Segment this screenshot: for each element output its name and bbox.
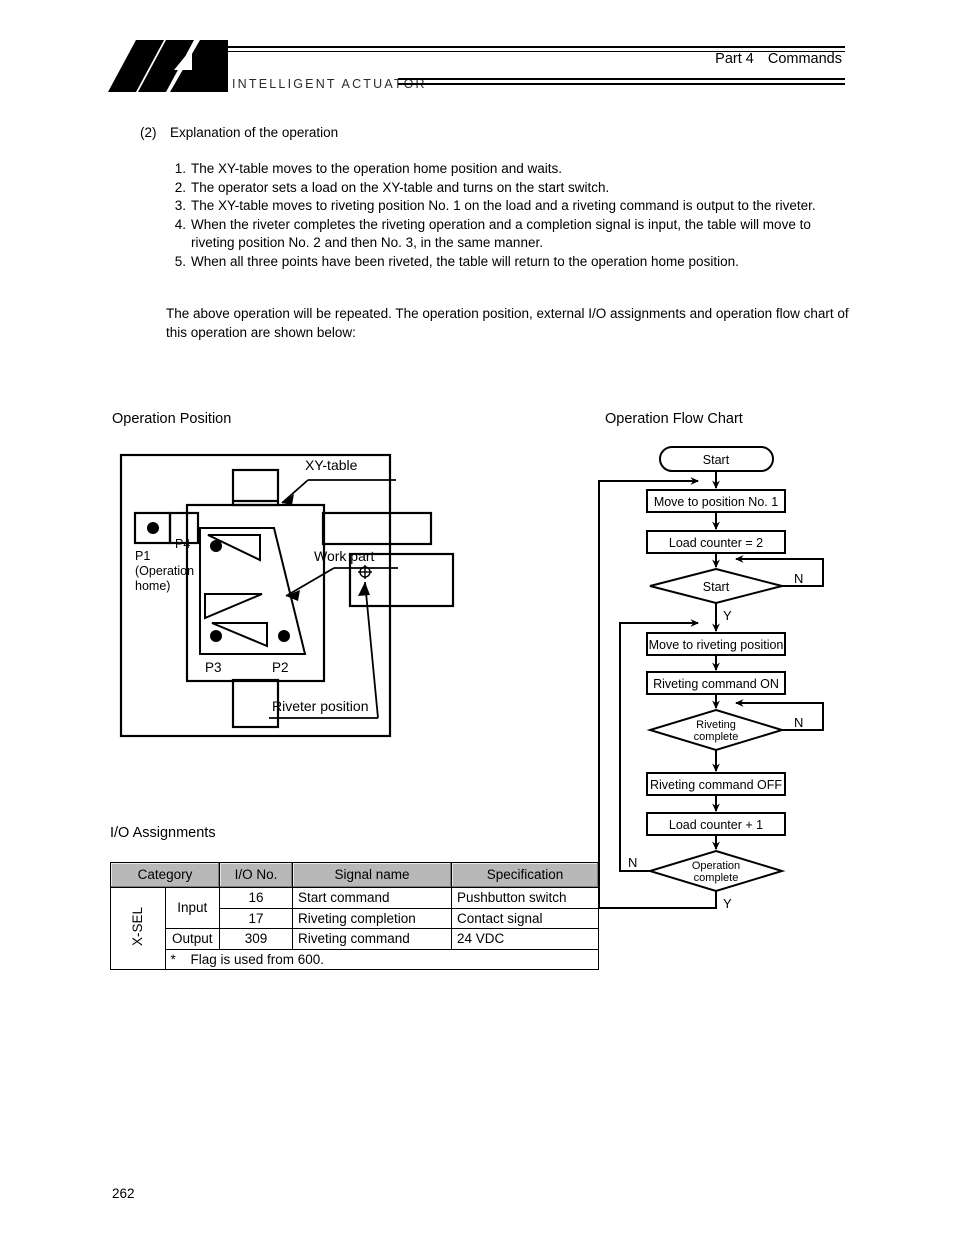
flow-label-start: Start — [703, 453, 730, 467]
flow-label-start-decision: Start — [703, 580, 730, 594]
header-rule-bottom-thick — [398, 78, 845, 80]
list-item: 1. The XY-table moves to the operation h… — [166, 160, 856, 179]
step-text: When all three points have been riveted,… — [191, 253, 739, 269]
cell-direction-output: Output — [164, 928, 220, 950]
list-item: 3. The XY-table moves to riveting positi… — [166, 197, 856, 216]
cell-signal-name: Riveting completion — [292, 907, 452, 929]
step-number: 1. — [174, 161, 186, 176]
flow-label-rivet-on: Riveting command ON — [653, 677, 779, 691]
section-intro-heading: (2) Explanation of the operation — [140, 125, 338, 140]
column-header-io-no: I/O No. — [219, 862, 293, 888]
flow-label-move-pos1: Move to position No. 1 — [654, 495, 778, 509]
flow-edge-start-no — [735, 555, 824, 587]
xy-table-leader — [281, 479, 396, 504]
step-text: When the riveter completes the riveting … — [191, 216, 811, 251]
flow-edge-rivet-no — [735, 699, 824, 731]
flow-label-op-complete-2: complete — [694, 872, 739, 884]
cell-signal-name: Start command — [292, 887, 452, 909]
step-text: The XY-table moves to riveting position … — [191, 198, 816, 213]
footnote-star: * — [170, 951, 176, 967]
header-rule-top-thick — [223, 46, 845, 48]
cell-specification: Pushbutton switch — [451, 887, 599, 909]
label-work-part: Work part — [314, 548, 375, 564]
label-p4: P4 — [175, 537, 190, 551]
io-assignments-title: I/O Assignments — [110, 825, 216, 841]
flow-branch-rivet-no: N — [794, 715, 803, 730]
column-header-category: Category — [110, 862, 220, 888]
flow-label-load-inc: Load counter + 1 — [669, 818, 763, 832]
table-footnote-row: * Flag is used from 600. — [111, 948, 599, 970]
flow-branch-start-yes: Y — [723, 608, 732, 623]
flow-edge-op-no — [619, 619, 699, 872]
step-number: 3. — [174, 198, 186, 213]
label-p2: P2 — [272, 660, 289, 675]
flow-label-op-complete-1: Operation — [692, 860, 740, 872]
table-header-row: Category I/O No. Signal name Specificati… — [110, 862, 599, 888]
header-breadcrumb: Part 4 Commands — [715, 51, 842, 67]
cell-group-xsel: X-SEL — [110, 887, 166, 970]
position-dots — [147, 522, 290, 642]
riveter-box — [348, 552, 455, 608]
flow-label-load-set: Load counter = 2 — [669, 536, 763, 550]
label-riveter-position: Riveter position — [272, 698, 369, 714]
table-row: Output 309 Riveting command 24 VDC — [111, 928, 599, 950]
header-part-label: Part 4 — [715, 51, 754, 67]
label-p1-sub1: (Operation — [135, 564, 194, 578]
step-number: 5. — [174, 253, 186, 269]
logo-wordmark: INTELLIGENT ACTUATOR — [232, 77, 427, 91]
flow-label-rivet-off: Riveting command OFF — [650, 778, 782, 792]
header-rule-top-thin — [223, 51, 845, 52]
table-row: 17 Riveting completion Contact signal — [111, 907, 599, 929]
ia-logo-icon — [108, 40, 228, 92]
label-xy-table: XY-table — [305, 457, 358, 473]
operation-position-title: Operation Position — [112, 411, 232, 427]
flow-branch-op-yes: Y — [723, 896, 732, 911]
cell-io-no: 16 — [219, 887, 293, 909]
header-rule-bottom-thin — [398, 83, 845, 85]
step-number: 2. — [174, 179, 186, 195]
cell-signal-name: Riveting command — [292, 928, 452, 950]
cell-specification: Contact signal — [451, 907, 599, 929]
flow-label-rivet-complete-2: complete — [694, 731, 739, 743]
cell-footnote: * Flag is used from 600. — [164, 948, 599, 970]
cell-io-no: 17 — [219, 907, 293, 929]
step-number: 4. — [174, 216, 186, 232]
operation-flow-chart-diagram: Start Move to position No. 1 Load counte… — [598, 446, 824, 911]
column-header-specification: Specification — [451, 862, 599, 888]
list-item: 5. When all three points have been rivet… — [166, 253, 856, 272]
cell-specification: 24 VDC — [451, 928, 599, 950]
closing-paragraph: The above operation will be repeated. Th… — [166, 306, 849, 340]
operation-position-diagram: XY-table Work part Riveter position P1 (… — [119, 453, 455, 738]
flow-label-move-rivet: Move to riveting position — [649, 638, 784, 652]
step-text: The operator sets a load on the XY-table… — [191, 179, 610, 195]
work-part-leader — [285, 567, 398, 597]
list-item: 4. When the riveter completes the riveti… — [166, 216, 856, 253]
riveter-position-leader — [269, 581, 379, 719]
riveter-crosshair-icon — [358, 565, 372, 579]
operation-flow-chart-title: Operation Flow Chart — [605, 411, 743, 427]
io-assignments-table: Category I/O No. Signal name Specificati… — [110, 862, 599, 970]
label-p1: P1 — [135, 549, 150, 563]
column-header-signal-name: Signal name — [292, 862, 452, 888]
page-number: 262 — [112, 1186, 135, 1201]
step-text: The XY-table moves to the operation home… — [191, 161, 562, 176]
flow-branch-op-no: N — [628, 855, 637, 870]
table-row: X-SEL Input 16 Start command Pushbutton … — [110, 887, 599, 970]
page-header: INTELLIGENT ACTUATOR Part 4 Commands — [0, 0, 954, 110]
label-p1-sub2: home) — [135, 579, 170, 593]
footnote-text: Flag is used from 600. — [190, 951, 325, 967]
flow-edge-op-yes — [598, 477, 717, 909]
list-item: 2. The operator sets a load on the XY-ta… — [166, 179, 856, 198]
cell-direction-input: Input — [164, 887, 220, 929]
intro-number: (2) — [140, 125, 157, 140]
intro-heading-text: Explanation of the operation — [170, 125, 339, 140]
flow-branch-start-no: N — [794, 571, 803, 586]
header-section-label: Commands — [767, 51, 842, 67]
flow-label-rivet-complete-1: Riveting — [696, 719, 736, 731]
label-p3: P3 — [205, 660, 222, 675]
group-label-xsel: X-SEL — [130, 907, 145, 947]
cell-io-no: 309 — [219, 928, 293, 950]
operation-steps-list: 1. The XY-table moves to the operation h… — [166, 160, 856, 271]
